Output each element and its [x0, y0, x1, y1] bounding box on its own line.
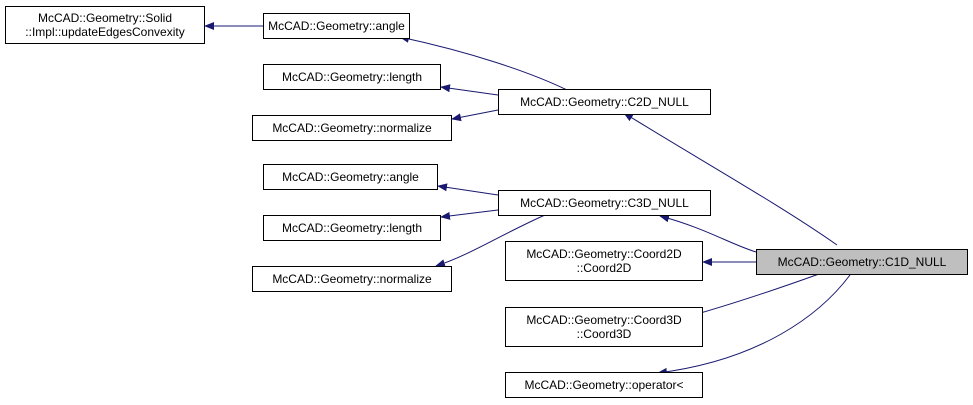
- node-normalize-1[interactable]: McCAD::Geometry::normalize: [252, 115, 452, 141]
- node-length-2-label: McCAD::Geometry::length: [281, 221, 423, 235]
- node-angle-2-label: McCAD::Geometry::angle: [282, 170, 419, 184]
- edge-c1d-null-to-c3d-null: [659, 214, 757, 253]
- node-coord3d-line1: McCAD::Geometry::Coord3D: [526, 313, 682, 327]
- edge-c1d-null-to-coord3d: [682, 273, 820, 320]
- edge-c2d-null-to-angle: [399, 34, 568, 91]
- edge-c1d-null-to-operator-lt: [657, 274, 851, 376]
- node-normalize-2[interactable]: McCAD::Geometry::normalize: [252, 266, 452, 292]
- node-coord2d[interactable]: McCAD::Geometry::Coord2D ::Coord2D: [505, 241, 703, 281]
- node-update-edges-convexity-line2: ::Impl::updateEdgesConvexity: [25, 25, 185, 39]
- node-update-edges-convexity[interactable]: McCAD::Geometry::Solid ::Impl::updateEdg…: [5, 6, 205, 44]
- node-c3d-null-label: McCAD::Geometry::C3D_NULL: [520, 196, 689, 210]
- node-coord3d[interactable]: McCAD::Geometry::Coord3D ::Coord3D: [505, 307, 703, 347]
- node-length-2[interactable]: McCAD::Geometry::length: [263, 215, 441, 241]
- edge-c3d-null-to-angle: [437, 183, 499, 196]
- node-length-1[interactable]: McCAD::Geometry::length: [263, 64, 441, 90]
- node-coord2d-line1: McCAD::Geometry::Coord2D: [526, 247, 682, 261]
- node-c1d-null-focus: McCAD::Geometry::C1D_NULL: [756, 249, 968, 275]
- node-operator-lt-label: McCAD::Geometry::operator<: [524, 378, 684, 392]
- node-normalize-2-label: McCAD::Geometry::normalize: [272, 272, 432, 286]
- edge-c3d-null-to-normalize: [435, 214, 546, 268]
- edge-c1d-null-to-c2d-null: [623, 112, 838, 246]
- node-length-1-label: McCAD::Geometry::length: [281, 70, 423, 84]
- node-update-edges-convexity-line1: McCAD::Geometry::Solid: [37, 11, 173, 25]
- node-c2d-null-label: McCAD::Geometry::C2D_NULL: [520, 95, 689, 109]
- node-coord3d-line2: ::Coord3D: [576, 327, 632, 341]
- node-operator-lt[interactable]: McCAD::Geometry::operator<: [505, 372, 703, 398]
- node-angle-1-label: McCAD::Geometry::angle: [268, 19, 405, 33]
- node-angle-2[interactable]: McCAD::Geometry::angle: [263, 164, 438, 190]
- node-c1d-null-label: McCAD::Geometry::C1D_NULL: [777, 255, 947, 269]
- node-angle-1[interactable]: McCAD::Geometry::angle: [263, 13, 410, 39]
- edge-c3d-null-to-length: [440, 209, 499, 220]
- node-c2d-null[interactable]: McCAD::Geometry::C2D_NULL: [498, 89, 711, 115]
- edge-c2d-null-to-normalize: [451, 109, 499, 122]
- edge-c2d-null-to-length: [440, 84, 499, 96]
- node-coord2d-line2: ::Coord2D: [576, 261, 632, 275]
- node-normalize-1-label: McCAD::Geometry::normalize: [272, 121, 432, 135]
- node-c3d-null[interactable]: McCAD::Geometry::C3D_NULL: [498, 190, 711, 216]
